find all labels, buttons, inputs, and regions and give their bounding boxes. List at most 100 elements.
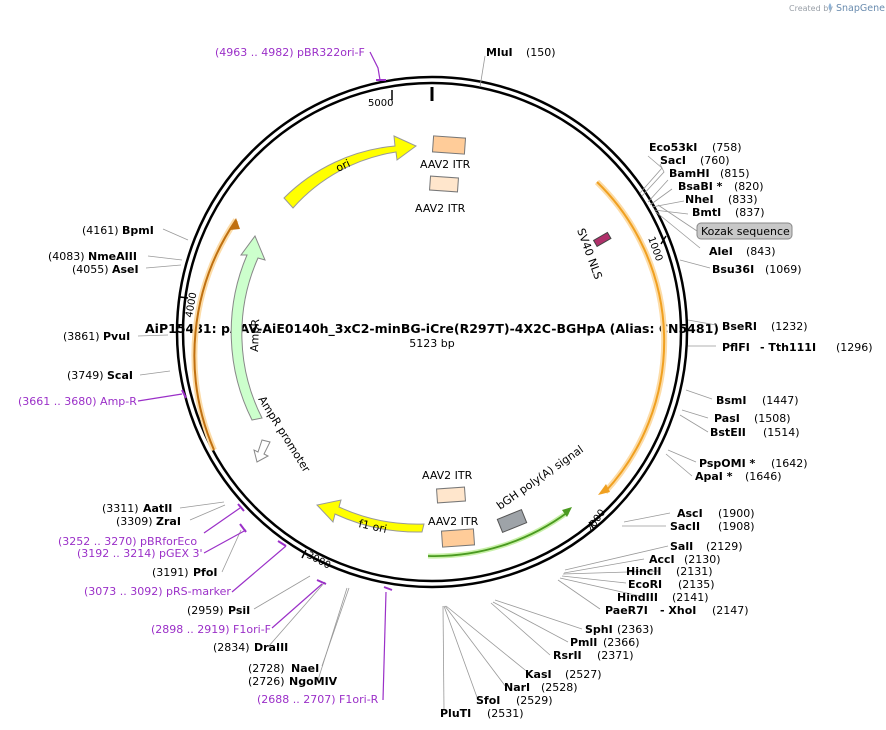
- bgh-arrowhead-icon: [562, 507, 572, 517]
- itr-bot-box-2[interactable]: [440, 528, 476, 548]
- svg-text:(3749): (3749): [67, 369, 104, 382]
- svg-text:(1232): (1232): [771, 320, 808, 333]
- site-pspomi[interactable]: PspOMI *: [699, 457, 756, 470]
- svg-text:(2726): (2726): [248, 675, 285, 688]
- svg-text:(2531): (2531): [487, 707, 524, 720]
- svg-text:(2529): (2529): [516, 694, 553, 707]
- itr-top-box-1[interactable]: [431, 135, 467, 155]
- site-acci[interactable]: AccI: [649, 553, 675, 566]
- svg-text:(2834): (2834): [213, 641, 250, 654]
- svg-text:(2959): (2959): [187, 604, 224, 617]
- kozak-label: Kozak sequence: [701, 225, 790, 238]
- backbone-inner: [181, 81, 683, 583]
- ampr-promoter-label: AmpR promoter: [255, 394, 313, 475]
- svg-text:(2366): (2366): [603, 636, 640, 649]
- site-hindiii[interactable]: HindIII: [617, 591, 658, 604]
- svg-text:(4161): (4161): [82, 224, 119, 237]
- site-mlui-pos: (150): [526, 46, 556, 59]
- itr-top-box-2[interactable]: [429, 175, 459, 193]
- site-tth111i[interactable]: - Tth111I: [760, 341, 816, 354]
- primer-pbr322ori-f[interactable]: (4963 .. 4982) pBR322ori-F: [215, 46, 365, 59]
- sv40-nls-box[interactable]: [592, 231, 612, 248]
- site-zrai[interactable]: ZraI: [156, 515, 181, 528]
- site-bsteii[interactable]: BstEII: [710, 426, 746, 439]
- svg-text:(2728): (2728): [248, 662, 285, 675]
- site-pfoi[interactable]: PfoI: [193, 566, 218, 579]
- tick-5000: 5000: [368, 98, 393, 109]
- site-alei[interactable]: AleI: [709, 245, 733, 258]
- site-nhei[interactable]: NheI: [685, 193, 714, 206]
- ampr-promoter-arrow[interactable]: [253, 439, 271, 463]
- site-bsmi[interactable]: BsmI: [716, 394, 747, 407]
- primer-amp-r[interactable]: (3661 .. 3680) Amp-R: [18, 395, 137, 408]
- ori-label: ori: [334, 157, 352, 175]
- site-bseri[interactable]: BseRI: [722, 320, 757, 333]
- site-sali[interactable]: SalI: [670, 540, 693, 553]
- primer-pbrforeco[interactable]: (3252 .. 3270) pBRforEco: [58, 535, 197, 548]
- site-aatii[interactable]: AatII: [143, 502, 172, 515]
- site-paer7i[interactable]: PaeR7I: [605, 604, 648, 617]
- svg-text:(3311): (3311): [102, 502, 139, 515]
- bgh-box[interactable]: [496, 508, 528, 534]
- ampr-arrow[interactable]: [230, 234, 266, 421]
- site-nari[interactable]: NarI: [504, 681, 530, 694]
- itr-bot-box-1[interactable]: [436, 486, 466, 504]
- site-naei[interactable]: NaeI: [291, 662, 319, 675]
- site-draiii[interactable]: DraIII: [254, 641, 288, 654]
- site-asci[interactable]: AscI: [677, 507, 703, 520]
- site-apai[interactable]: ApaI *: [695, 470, 733, 483]
- site-bsu36i[interactable]: Bsu36I: [712, 263, 754, 276]
- svg-text:(837): (837): [735, 206, 765, 219]
- primer-prs-marker[interactable]: (3073 .. 3092) pRS-marker: [84, 585, 231, 598]
- site-ngomiv[interactable]: NgoMIV: [289, 675, 338, 688]
- svg-text:(2141): (2141): [672, 591, 709, 604]
- site-psii[interactable]: PsiI: [228, 604, 250, 617]
- site-pvui[interactable]: PvuI: [103, 330, 130, 343]
- site-saci[interactable]: SacI: [660, 154, 686, 167]
- svg-text:(1642): (1642): [771, 457, 808, 470]
- ori-arrow[interactable]: [283, 135, 417, 209]
- site-bsabi[interactable]: BsaBI *: [678, 180, 723, 193]
- snapgene-brand: SnapGene: [836, 3, 885, 14]
- site-ecori[interactable]: EcoRI: [628, 578, 662, 591]
- itr-bot-label-1: AAV2 ITR: [422, 469, 473, 482]
- svg-text:(2129): (2129): [706, 540, 743, 553]
- site-kasi[interactable]: KasI: [525, 668, 552, 681]
- svg-text:(1900): (1900): [718, 507, 755, 520]
- site-asei[interactable]: AseI: [112, 263, 139, 276]
- site-bmti[interactable]: BmtI: [692, 206, 721, 219]
- bgh-track[interactable]: [427, 511, 569, 557]
- sv40-nls-label: SV40 NLS: [574, 227, 604, 282]
- primer-f1ori-f[interactable]: (2898 .. 2919) F1ori-F: [151, 623, 271, 636]
- site-hincii[interactable]: HincII: [626, 565, 662, 578]
- site-bpmi[interactable]: BpmI: [122, 224, 154, 237]
- ampr-label: AmpR: [248, 318, 262, 352]
- site-sfoi[interactable]: SfoI: [476, 694, 500, 707]
- site-pmli[interactable]: PmlI: [570, 636, 597, 649]
- svg-text:(1908): (1908): [718, 520, 755, 533]
- site-pasi[interactable]: PasI: [714, 412, 740, 425]
- svg-text:(2131): (2131): [676, 565, 713, 578]
- itr-bot-label-2: AAV2 ITR: [428, 515, 479, 528]
- site-scai[interactable]: ScaI: [107, 369, 133, 382]
- svg-text:(820): (820): [734, 180, 764, 193]
- primer-pgex3[interactable]: (3192 .. 3214) pGEX 3': [77, 547, 203, 560]
- svg-text:(815): (815): [720, 167, 750, 180]
- svg-text:(4055): (4055): [72, 263, 109, 276]
- svg-text:(3309): (3309): [116, 515, 153, 528]
- site-xhoi[interactable]: - XhoI: [660, 604, 696, 617]
- site-pflfi[interactable]: PflFI: [722, 341, 750, 354]
- site-mlui[interactable]: MluI: [486, 46, 513, 59]
- svg-text:(833): (833): [728, 193, 758, 206]
- site-nmeaiii[interactable]: NmeAIII: [88, 250, 137, 263]
- site-pluti[interactable]: PluTI: [440, 707, 471, 720]
- site-sacii[interactable]: SacII: [670, 520, 700, 533]
- site-eco53ki[interactable]: Eco53kI: [649, 141, 697, 154]
- site-sphi[interactable]: SphI: [585, 623, 613, 636]
- primer-lines: [137, 51, 393, 701]
- site-rsrii[interactable]: RsrII: [553, 649, 582, 662]
- primer-f1ori-r[interactable]: (2688 .. 2707) F1ori-R: [257, 693, 379, 706]
- f1-ori-arrow[interactable]: [316, 499, 425, 533]
- site-bamhi[interactable]: BamHI: [669, 167, 710, 180]
